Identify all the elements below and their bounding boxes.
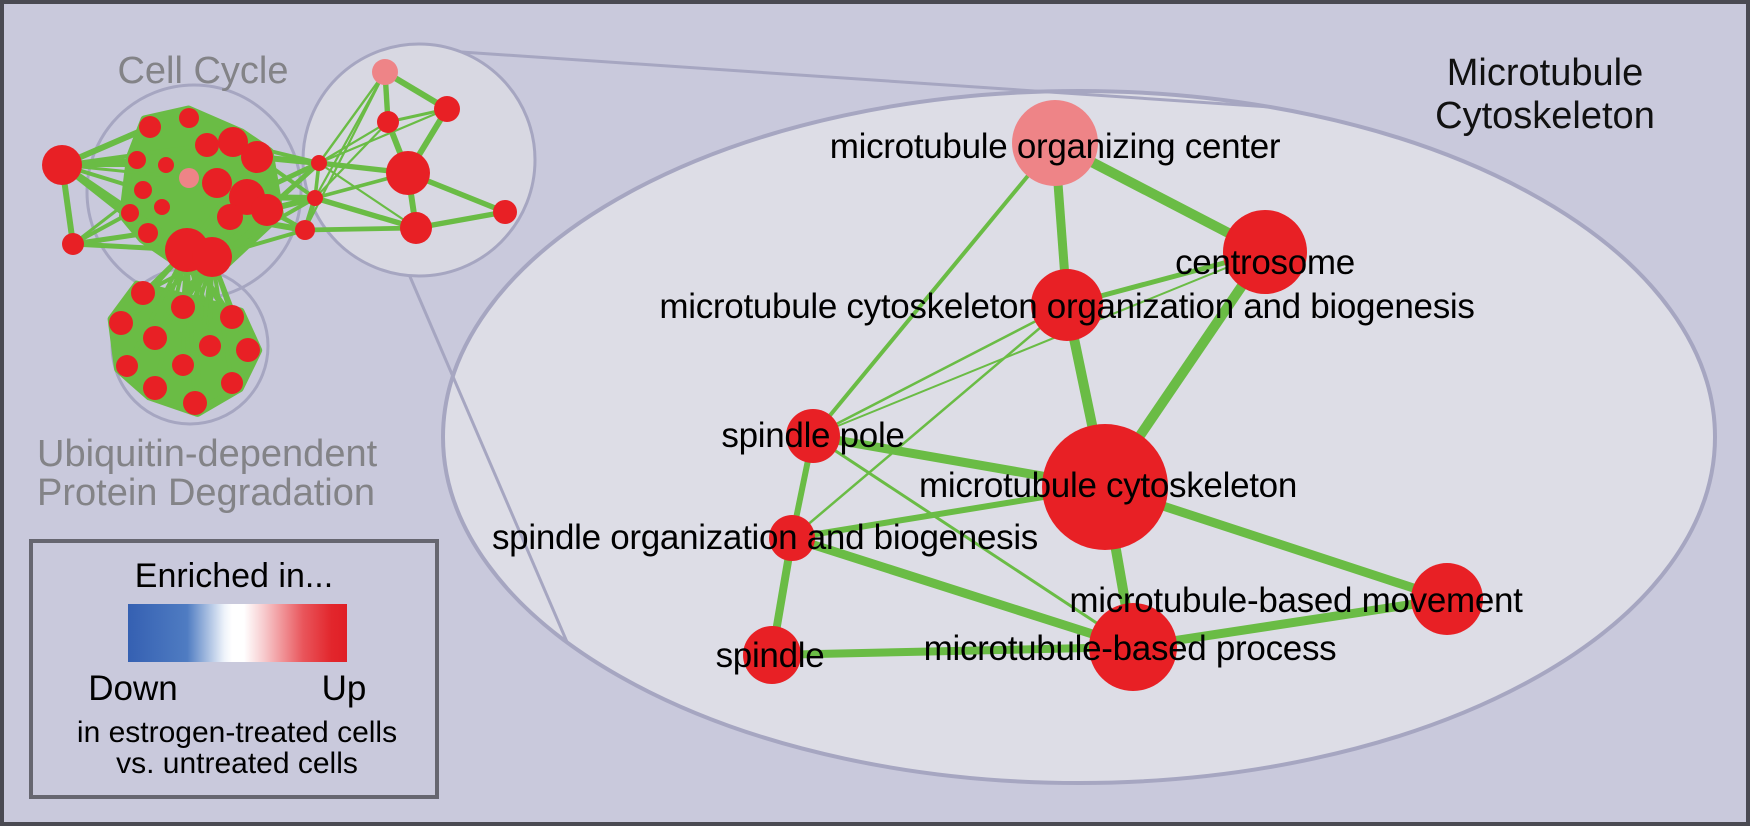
cell-cycle-title: Cell Cycle [117, 50, 288, 92]
node-mcob [1031, 269, 1103, 341]
microtubule-mini-node [311, 155, 327, 171]
cell-cycle-node [179, 108, 199, 128]
node-spindle [743, 626, 801, 684]
cell-cycle-node [179, 168, 199, 188]
microtubule-mini-node [434, 96, 460, 122]
cell-cycle-node [139, 116, 161, 138]
cell-cycle-node [134, 181, 152, 199]
microtubule-mini-node [493, 200, 517, 224]
microtubule-title-line1: Microtubule [1447, 52, 1643, 94]
main-edge-cen-sp [812, 251, 1266, 437]
cell-cycle-node [62, 233, 84, 255]
main-edge-mcob-sob [791, 304, 1068, 539]
ubiquitin-node [109, 311, 133, 335]
legend-box [29, 539, 439, 799]
cell-cycle-node [128, 151, 146, 169]
node-mbp [1089, 603, 1177, 691]
ubiquitin-node [143, 326, 167, 350]
legend-caption-line1: in estrogen-treated cells [77, 716, 397, 749]
node-label-spindle: spindle [716, 636, 825, 675]
cell-cycle-edge [72, 188, 144, 246]
cell-cycle-node [202, 168, 232, 198]
microtubule-mini-node [400, 212, 432, 244]
ubiquitin-node [143, 376, 167, 400]
main-edge-sp-mbp [812, 434, 1134, 649]
main-edge-spindle-mbp [771, 643, 1134, 659]
node-moc [1012, 100, 1098, 186]
microtubule-mini-node [295, 220, 315, 240]
ubiquitin-node [236, 338, 260, 362]
ubiquitin-fan-edge [125, 255, 214, 368]
node-mc [1042, 424, 1168, 550]
legend-up-label: Up [322, 669, 367, 708]
main-edge-mbp-mbm [1132, 594, 1448, 652]
node-label-sp: spindle pole [721, 416, 904, 455]
cell-cycle-node [192, 237, 232, 277]
node-label-cen: centrosome [1175, 243, 1355, 282]
node-label-sob: spindle organization and biogenesis [492, 518, 1038, 557]
ubiquitin-fan-edge [185, 249, 234, 384]
legend-down-label: Down [88, 669, 177, 708]
microtubule-mini-edge [304, 225, 417, 233]
microtubule-mini-edge [318, 71, 386, 164]
microtubule-title-line2: Cytoskeleton [1435, 95, 1655, 137]
cell-cycle-node [217, 204, 243, 230]
cell-cycle-node [121, 204, 139, 222]
node-sob [769, 515, 815, 561]
ubiquitin-title-line1: Ubiquitin-dependent [37, 433, 378, 475]
ubiquitin-node [116, 355, 138, 377]
cell-cycle-node [218, 127, 248, 157]
ubiquitin-fan-edge [153, 249, 189, 389]
ubiquitin-node [221, 372, 243, 394]
zoom-cone-bottom-line [406, 271, 569, 643]
legend-gradient-bar [128, 604, 347, 662]
ubiquitin-node [220, 305, 244, 329]
legend-title: Enriched in... [135, 557, 333, 595]
node-sp [786, 409, 840, 463]
ubiquitin-fan-edge [193, 256, 214, 404]
microtubule-mini-edge [318, 121, 389, 164]
microtubule-mini-node [372, 59, 398, 85]
node-label-mc: microtubule cytoskeleton [919, 466, 1297, 505]
main-edge-moc-sp [811, 141, 1057, 438]
node-label-mcob: microtubule cytoskeleton organization an… [659, 287, 1474, 326]
ubiquitin-fan-edge [153, 256, 214, 389]
node-cen [1223, 210, 1307, 294]
cell-cycle-node [138, 223, 158, 243]
ubiquitin-title-line2: Protein Degradation [37, 472, 375, 514]
cell-cycle-node [154, 199, 170, 215]
main-edge-sob-mbp [790, 533, 1135, 652]
ubiquitin-fan-edge [185, 249, 197, 404]
node-label-mbp: microtubule-based process [924, 629, 1337, 668]
ubiquitin-node [183, 391, 207, 415]
cell-cycle-edge [61, 163, 190, 180]
cell-cycle-node [251, 194, 283, 226]
ubiquitin-node [172, 354, 194, 376]
microtubule-mini-edge [318, 162, 417, 229]
node-label-mbm: microtubule-based movement [1069, 581, 1523, 620]
microtubule-mini-edge [314, 195, 417, 231]
ubiquitin-node [171, 295, 195, 319]
main-edge-mcob-sp [812, 303, 1068, 438]
cell-cycle-node [195, 133, 219, 157]
node-mbm [1411, 563, 1483, 635]
microtubule-mini-node [307, 190, 323, 206]
cell-cycle-node [241, 141, 273, 173]
node-label-moc: microtubule organizing center [830, 127, 1281, 166]
cell-cycle-node [158, 157, 174, 173]
microtubule-mini-node [386, 151, 430, 195]
microtubule-mini-node [377, 111, 399, 133]
legend-caption-line2: vs. untreated cells [116, 747, 358, 780]
ubiquitin-node [199, 335, 221, 357]
ubiquitin-node [131, 281, 155, 305]
zoom-cone-top-line [431, 48, 1271, 109]
cell-cycle-node [42, 145, 82, 185]
